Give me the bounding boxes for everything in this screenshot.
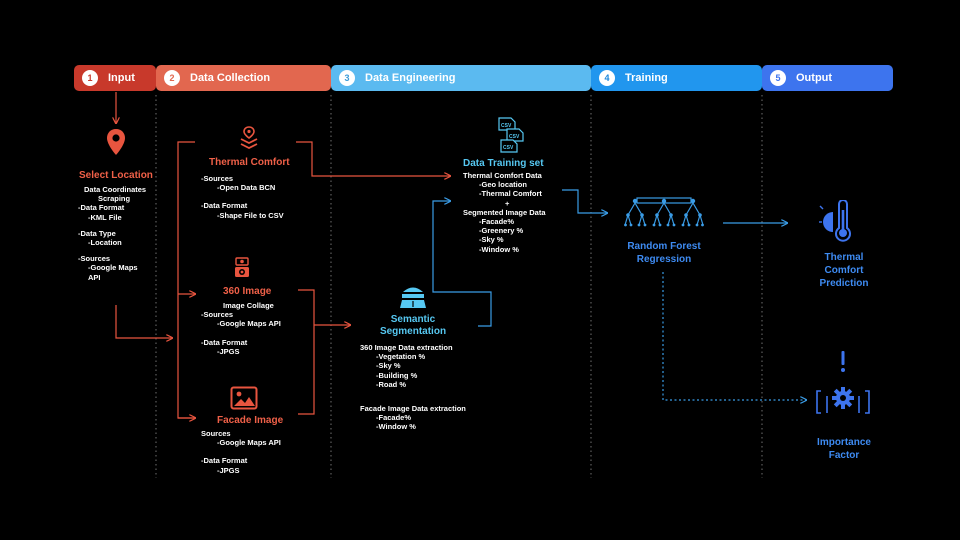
data-training-set-details: Thermal Comfort Data -Geo location -Ther… xyxy=(463,171,546,254)
column-separators xyxy=(155,95,763,478)
stage-label: Data Collection xyxy=(190,72,271,84)
training-to-model-wire xyxy=(562,189,607,213)
location-pin-icon xyxy=(107,129,125,155)
importance-factor-title: Importance Factor xyxy=(817,437,871,461)
stage-label: Output xyxy=(796,72,833,84)
svg-text:CSV: CSV xyxy=(503,145,514,151)
stage-number: 4 xyxy=(599,70,615,86)
facade-image-details: Sources -Google Maps API -Data Format -J… xyxy=(201,429,281,475)
importance-gear-icon xyxy=(816,351,870,414)
random-forest-title: Random Forest Regression xyxy=(627,241,701,265)
stage-data-engineering: 3 Data Engineering xyxy=(331,65,591,91)
stage-number: 2 xyxy=(164,70,180,86)
thermal-comfort-title: Thermal Comfort xyxy=(209,157,290,168)
stage-data-collection: 2 Data Collection xyxy=(156,65,331,91)
thermal-comfort-prediction-title: Thermal Comfort Prediction xyxy=(819,252,869,289)
road-segmentation-icon xyxy=(400,287,426,308)
random-forest-trees-icon xyxy=(624,197,704,227)
stage-label: Data Engineering xyxy=(365,72,456,84)
camera-360-icon xyxy=(235,257,249,277)
model-to-importance-wire xyxy=(662,272,806,400)
csv-files-icon: CSV CSV CSV xyxy=(498,117,524,153)
select-location-title: Select Location xyxy=(79,170,153,181)
stage-number: 1 xyxy=(82,70,98,86)
stage-number: 5 xyxy=(770,70,786,86)
stage-label: Input xyxy=(108,72,135,84)
360-image-details: Image Collage -Sources -Google Maps API … xyxy=(201,301,281,356)
semantic-segmentation-details: 360 Image Data extraction -Vegetation % … xyxy=(360,343,466,432)
input-details: Data Coordinates Scraping -Data Format -… xyxy=(78,185,147,282)
input-to-collection-wire xyxy=(115,305,172,338)
stage-input: 1 Input xyxy=(74,65,156,91)
collection-bracket xyxy=(177,141,195,419)
stage-output: 5 Output xyxy=(762,65,893,91)
stage-number: 3 xyxy=(339,70,355,86)
thermal-to-training-wire xyxy=(296,141,450,176)
svg-text:CSV: CSV xyxy=(509,134,520,140)
segmentation-to-training-wire xyxy=(432,201,492,327)
facade-image-title: Facade Image xyxy=(217,415,284,426)
stage-training: 4 Training xyxy=(591,65,762,91)
layers-location-icon xyxy=(240,126,258,150)
360-image-title: 360 Image xyxy=(223,286,272,297)
image-icon xyxy=(230,386,258,410)
data-training-set-title: Data Training set xyxy=(463,158,544,169)
stage-label: Training xyxy=(625,72,668,84)
thermometer-icon xyxy=(819,200,851,242)
thermal-comfort-details: -Sources -Open Data BCN -Data Format -Sh… xyxy=(201,174,284,220)
semantic-segmentation-title: Semantic Segmentation xyxy=(379,314,447,337)
svg-text:CSV: CSV xyxy=(501,123,512,129)
images-merge-bracket xyxy=(298,289,315,415)
